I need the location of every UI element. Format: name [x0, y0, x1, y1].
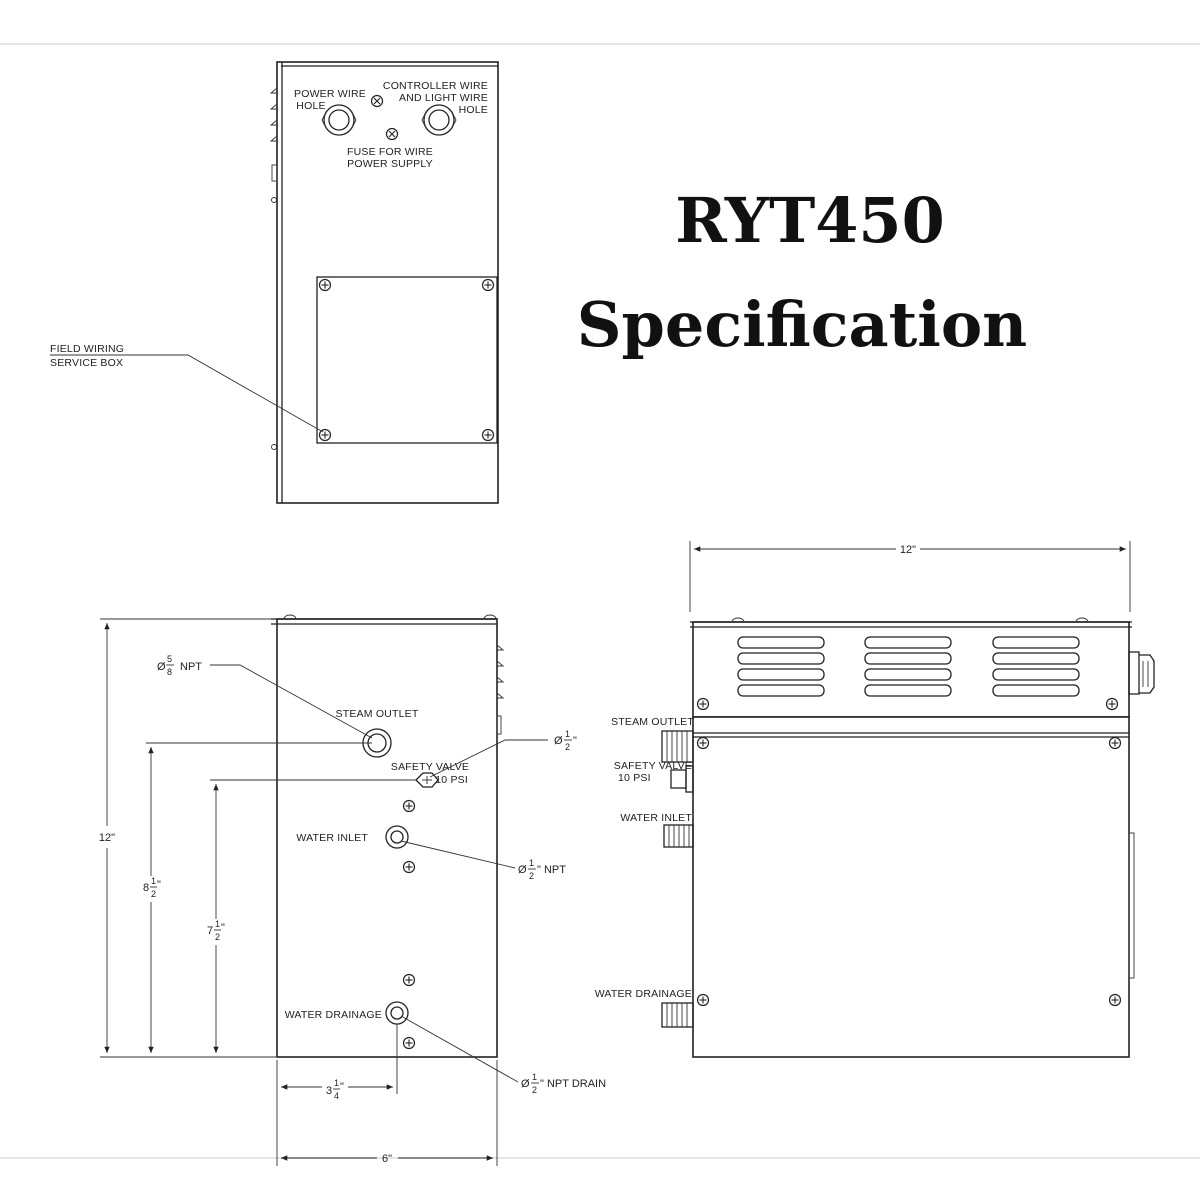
drain-size-suffix: " NPT DRAIN: [540, 1078, 606, 1090]
controller-wire-gland: [421, 104, 457, 136]
top-view-housing: [276, 61, 499, 504]
side-view: 12": [595, 541, 1155, 1058]
water-inlet-size-den: 2: [529, 871, 534, 881]
front-view: STEAM OUTLET SAFETY VALVE 10 PSI WATER I…: [99, 614, 606, 1166]
height-dimension: 12": [99, 618, 277, 1058]
drain-offset-den: 4: [334, 1091, 339, 1101]
steam-outlet-size-suffix: NPT: [180, 661, 202, 673]
water-inlet-label: WATER INLET: [296, 832, 368, 844]
valve-height-suffix: ": [221, 922, 225, 934]
drain-size-prefix: Ø: [521, 1078, 530, 1090]
top-view: POWER WIRE HOLE CONTROLLER WIRE AND LIGH…: [50, 61, 499, 504]
valve-height-den: 2: [215, 932, 220, 942]
safety-valve-label: SAFETY VALVE: [391, 761, 469, 773]
water-inlet-fitting: [663, 824, 694, 848]
valve-height-dimension: 7 1 2 ": [207, 779, 416, 1053]
steam-outlet-size-den: 8: [167, 667, 172, 677]
outlet-height-suffix: ": [157, 879, 161, 891]
safety-valve-size-den: 2: [565, 742, 570, 752]
cable-gland: [1128, 651, 1155, 695]
side-water-inlet-label: WATER INLET: [620, 812, 692, 824]
length-value: 12": [900, 544, 916, 556]
safety-valve-size-suffix: ": [573, 735, 577, 747]
drain-offset-whole: 3: [326, 1085, 332, 1097]
title-model: RYT450: [675, 184, 944, 257]
drain-offset-dimension: 3 1 4 ": [276, 1024, 398, 1166]
safety-valve-psi: 10 PSI: [435, 774, 468, 786]
water-drainage-label: WATER DRAINAGE: [285, 1009, 382, 1021]
safety-valve-fitting: [670, 765, 694, 793]
fuse-label-2: POWER SUPPLY: [347, 158, 433, 170]
drain-offset-num: 1: [334, 1078, 339, 1088]
steam-outlet-label: STEAM OUTLET: [336, 708, 419, 720]
safety-valve-size-callout: Ø 1 2 ": [429, 729, 577, 778]
valve-height-num: 1: [215, 919, 220, 929]
drain-size-num: 1: [532, 1072, 537, 1082]
steam-outlet-size-callout: Ø 5 8 NPT: [157, 654, 373, 739]
water-inlet-size-suffix: " NPT: [537, 864, 566, 876]
width-value: 6": [382, 1153, 392, 1165]
fuse-icon: [385, 127, 399, 141]
water-drainage-fitting: [661, 1002, 694, 1028]
outlet-height-dimension: 8 1 2 ": [143, 742, 372, 1053]
steam-outlet-size-prefix: Ø: [157, 661, 166, 673]
title-specification: Specification: [577, 288, 1028, 361]
drain-size-callout: Ø 1 2 " NPT DRAIN: [400, 1015, 606, 1095]
drain-size-den: 2: [532, 1085, 537, 1095]
power-wire-gland: [321, 104, 357, 136]
outlet-height-den: 2: [151, 889, 156, 899]
service-box-leader: [50, 354, 324, 433]
vent-louvres: [737, 636, 1080, 697]
steam-outlet-fitting: [661, 730, 694, 763]
controller-wire-label-1: CONTROLLER WIRE: [383, 80, 488, 92]
steam-outlet-size-num: 5: [167, 654, 172, 664]
outlet-height-whole: 8: [143, 882, 149, 894]
safety-valve-size-num: 1: [565, 729, 570, 739]
safety-valve-hex: [415, 772, 439, 788]
water-inlet-size-prefix: Ø: [518, 864, 527, 876]
controller-wire-label-3: HOLE: [459, 104, 488, 116]
water-inlet-size-num: 1: [529, 858, 534, 868]
service-box-label-2: SERVICE BOX: [50, 357, 123, 369]
side-steam-outlet-label: STEAM OUTLET: [611, 716, 694, 728]
service-box: [316, 276, 498, 444]
water-inlet-size-callout: Ø 1 2 " NPT: [400, 840, 566, 881]
front-view-housing: [276, 618, 498, 1058]
side-water-drainage-label: WATER DRAINAGE: [595, 988, 692, 1000]
power-wire-label-2: HOLE: [296, 100, 325, 112]
valve-height-whole: 7: [207, 925, 213, 937]
side-safety-valve-psi: 10 PSI: [618, 772, 651, 784]
controller-wire-label-2: AND LIGHT WIRE: [399, 92, 488, 104]
fuse-label-1: FUSE FOR WIRE: [347, 146, 433, 158]
screw-icon: [370, 94, 384, 108]
service-box-label-1: FIELD WIRING: [50, 343, 124, 355]
drain-offset-suffix: ": [340, 1081, 344, 1093]
side-body: [692, 716, 1130, 1058]
width-dimension: 6": [281, 1060, 498, 1166]
power-wire-label-1: POWER WIRE: [294, 88, 366, 100]
safety-valve-size-prefix: Ø: [554, 735, 563, 747]
side-safety-valve-label: SAFETY VALVE: [614, 760, 692, 772]
height-value: 12": [99, 832, 115, 844]
outlet-height-num: 1: [151, 876, 156, 886]
